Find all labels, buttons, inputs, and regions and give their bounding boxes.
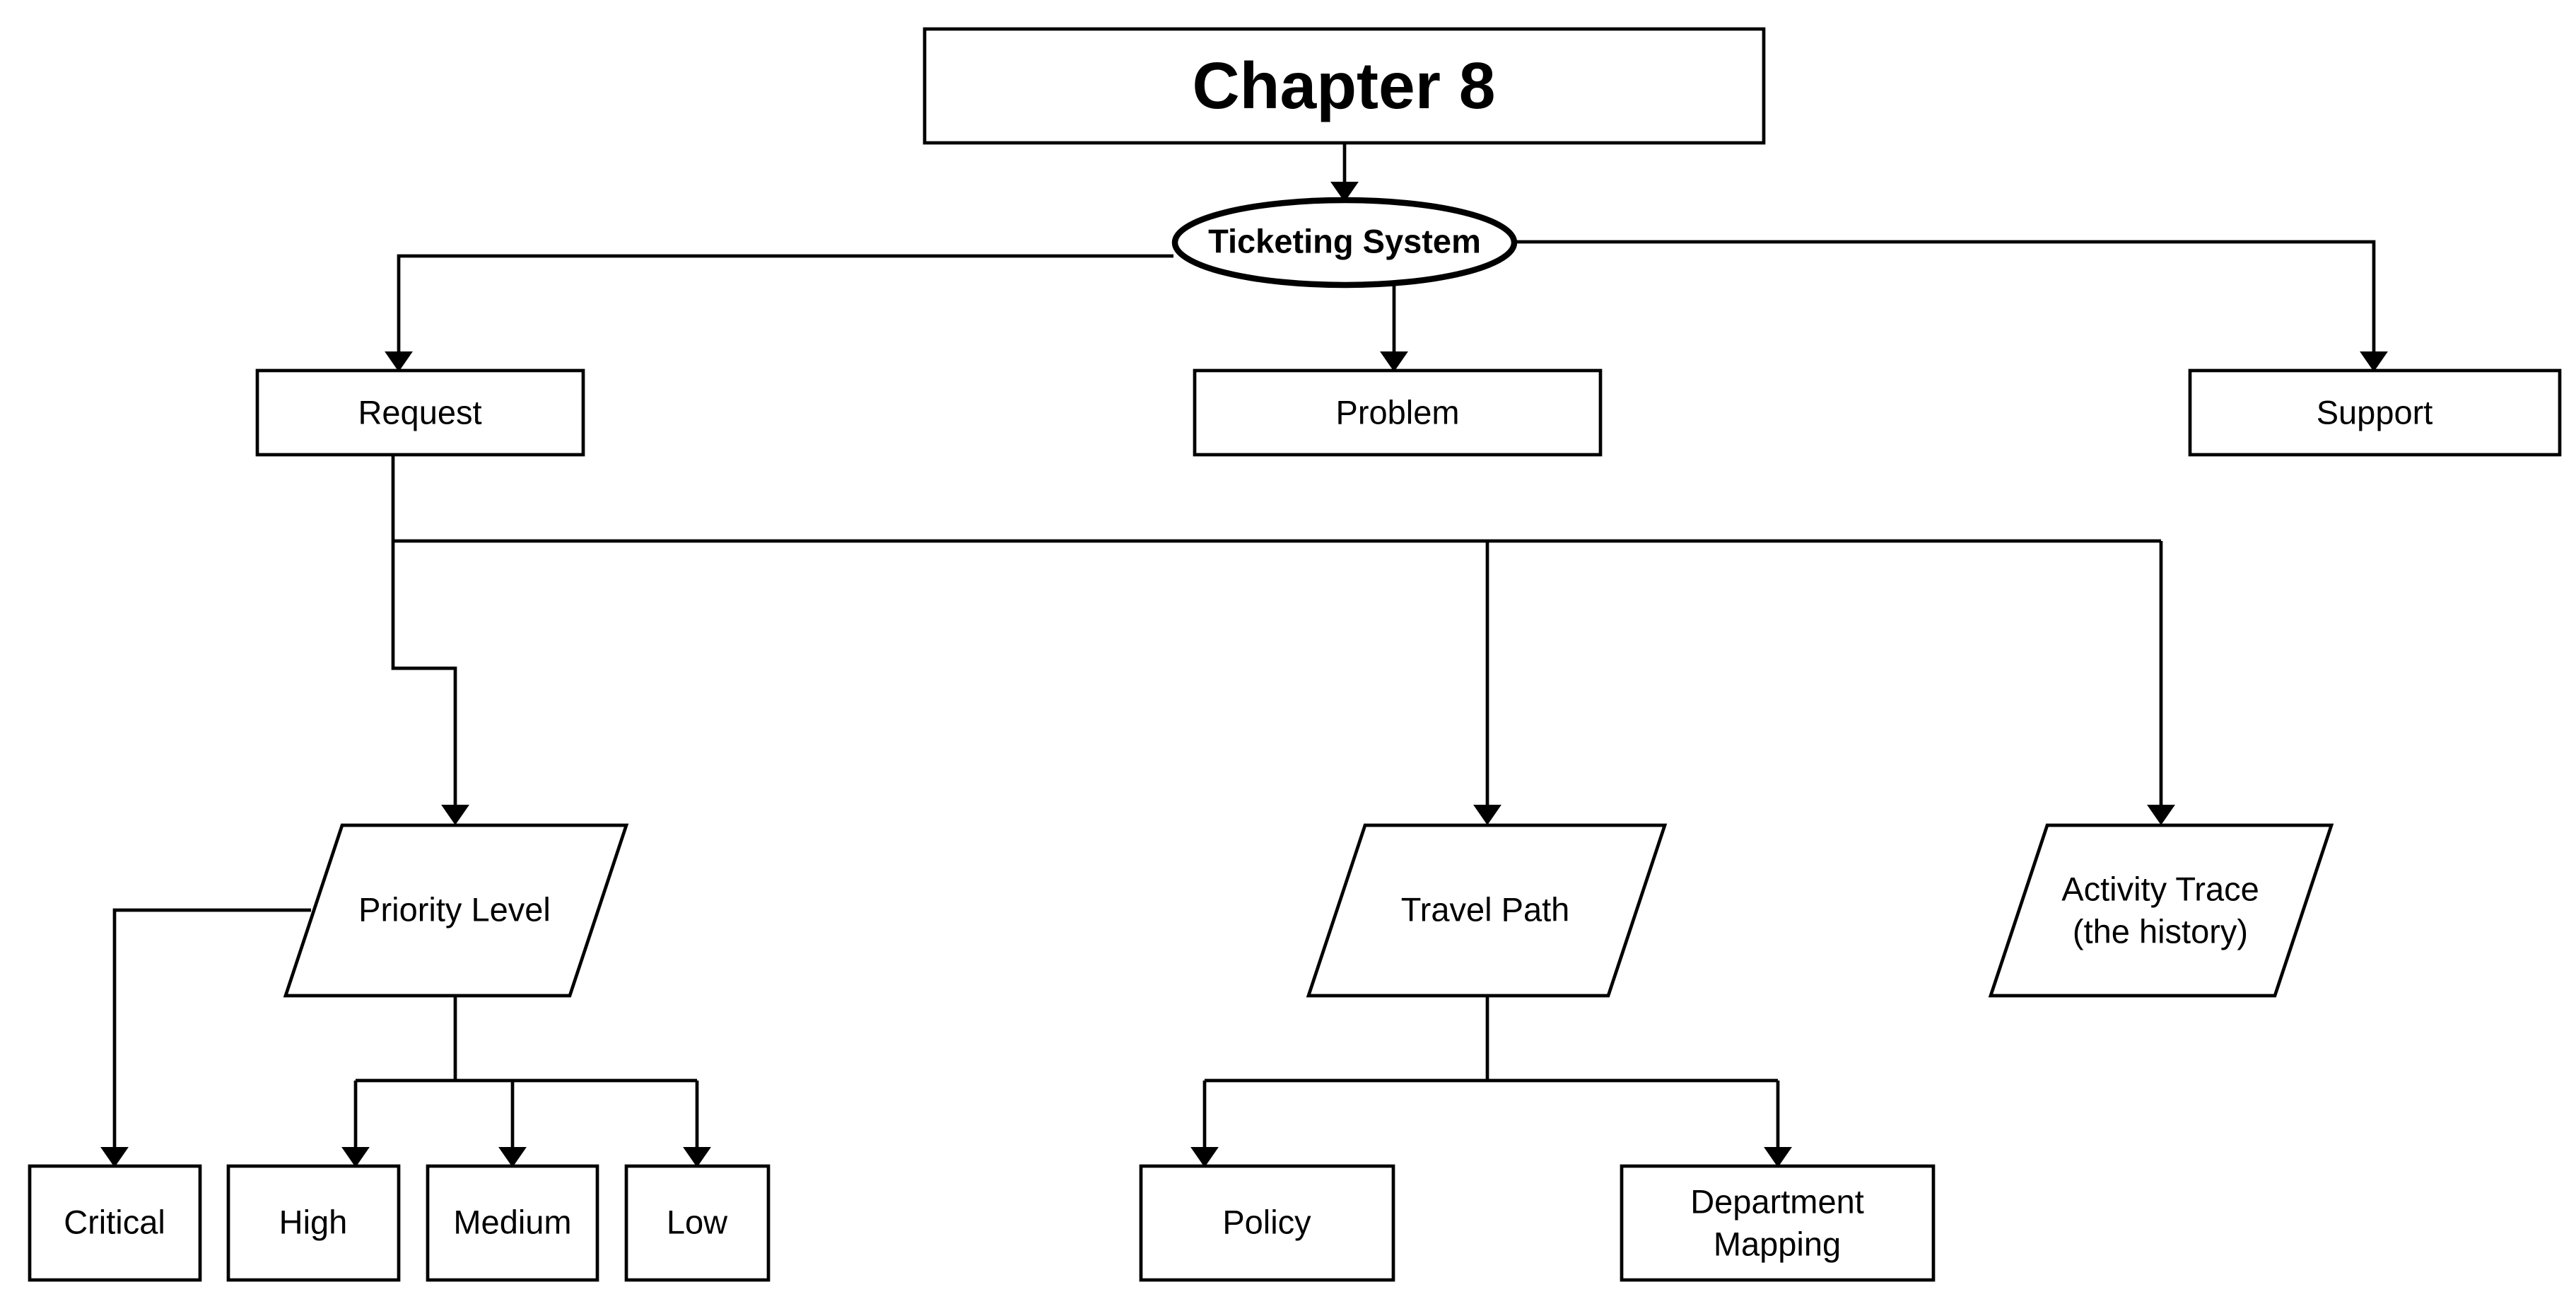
department-mapping-label-line2: Mapping <box>1714 1226 1841 1263</box>
arrowhead <box>100 1147 129 1168</box>
activity-trace-label-line2: (the history) <box>2073 913 2248 950</box>
policy-node: Policy <box>1139 1164 1395 1282</box>
arrowhead <box>341 1147 370 1168</box>
travel-path-node: Travel Path <box>1306 823 1668 998</box>
high-label: High <box>279 1204 348 1241</box>
arrowhead <box>1330 182 1359 202</box>
travel-path-label: Travel Path <box>1401 891 1570 928</box>
department-mapping-label-line1: Department <box>1690 1183 1864 1221</box>
arrowhead <box>385 351 413 372</box>
priority-level-label: Priority Level <box>358 891 551 928</box>
arrowhead <box>498 1147 527 1168</box>
edge-travel-bus <box>1205 996 1778 1083</box>
ticketing-system-label: Ticketing System <box>1208 223 1481 260</box>
high-node: High <box>226 1164 401 1282</box>
problem-label: Problem <box>1335 394 1459 431</box>
ticketing-system-node: Ticketing System <box>1171 197 1518 289</box>
low-label: Low <box>667 1204 728 1241</box>
arrowhead <box>683 1147 711 1168</box>
medium-node: Medium <box>426 1164 599 1282</box>
problem-node: Problem <box>1193 368 1603 457</box>
arrowhead <box>1190 1147 1219 1168</box>
low-node: Low <box>624 1164 771 1282</box>
support-node: Support <box>2188 368 2562 457</box>
chapter-title: Chapter 8 <box>1193 49 1496 122</box>
department-mapping-node: Department Mapping <box>1620 1164 1936 1282</box>
critical-node: Critical <box>28 1164 202 1282</box>
activity-trace-node: Activity Trace (the history) <box>1988 823 2334 998</box>
edge-ticketing-to-request <box>397 254 1173 352</box>
arrowhead <box>441 805 469 825</box>
critical-label: Critical <box>64 1204 165 1241</box>
edge-ticketing-to-support <box>1515 240 2376 352</box>
activity-trace-label-line1: Activity Trace <box>2061 871 2259 908</box>
edge-request-to-priority <box>391 456 457 805</box>
arrowhead <box>1380 351 1408 372</box>
request-node: Request <box>255 368 585 457</box>
policy-label: Policy <box>1222 1204 1311 1241</box>
edge-priority-bus <box>356 996 697 1083</box>
chapter-title-node: Chapter 8 <box>923 27 1766 145</box>
priority-level-node: Priority Level <box>283 823 629 998</box>
arrowhead <box>1764 1147 1792 1168</box>
edge-priority-to-critical <box>112 908 311 1148</box>
arrowhead <box>2147 805 2175 825</box>
support-label: Support <box>2317 394 2433 431</box>
arrowhead <box>1473 805 1501 825</box>
request-label: Request <box>358 394 481 431</box>
medium-label: Medium <box>453 1204 571 1241</box>
arrowhead <box>2360 351 2388 372</box>
